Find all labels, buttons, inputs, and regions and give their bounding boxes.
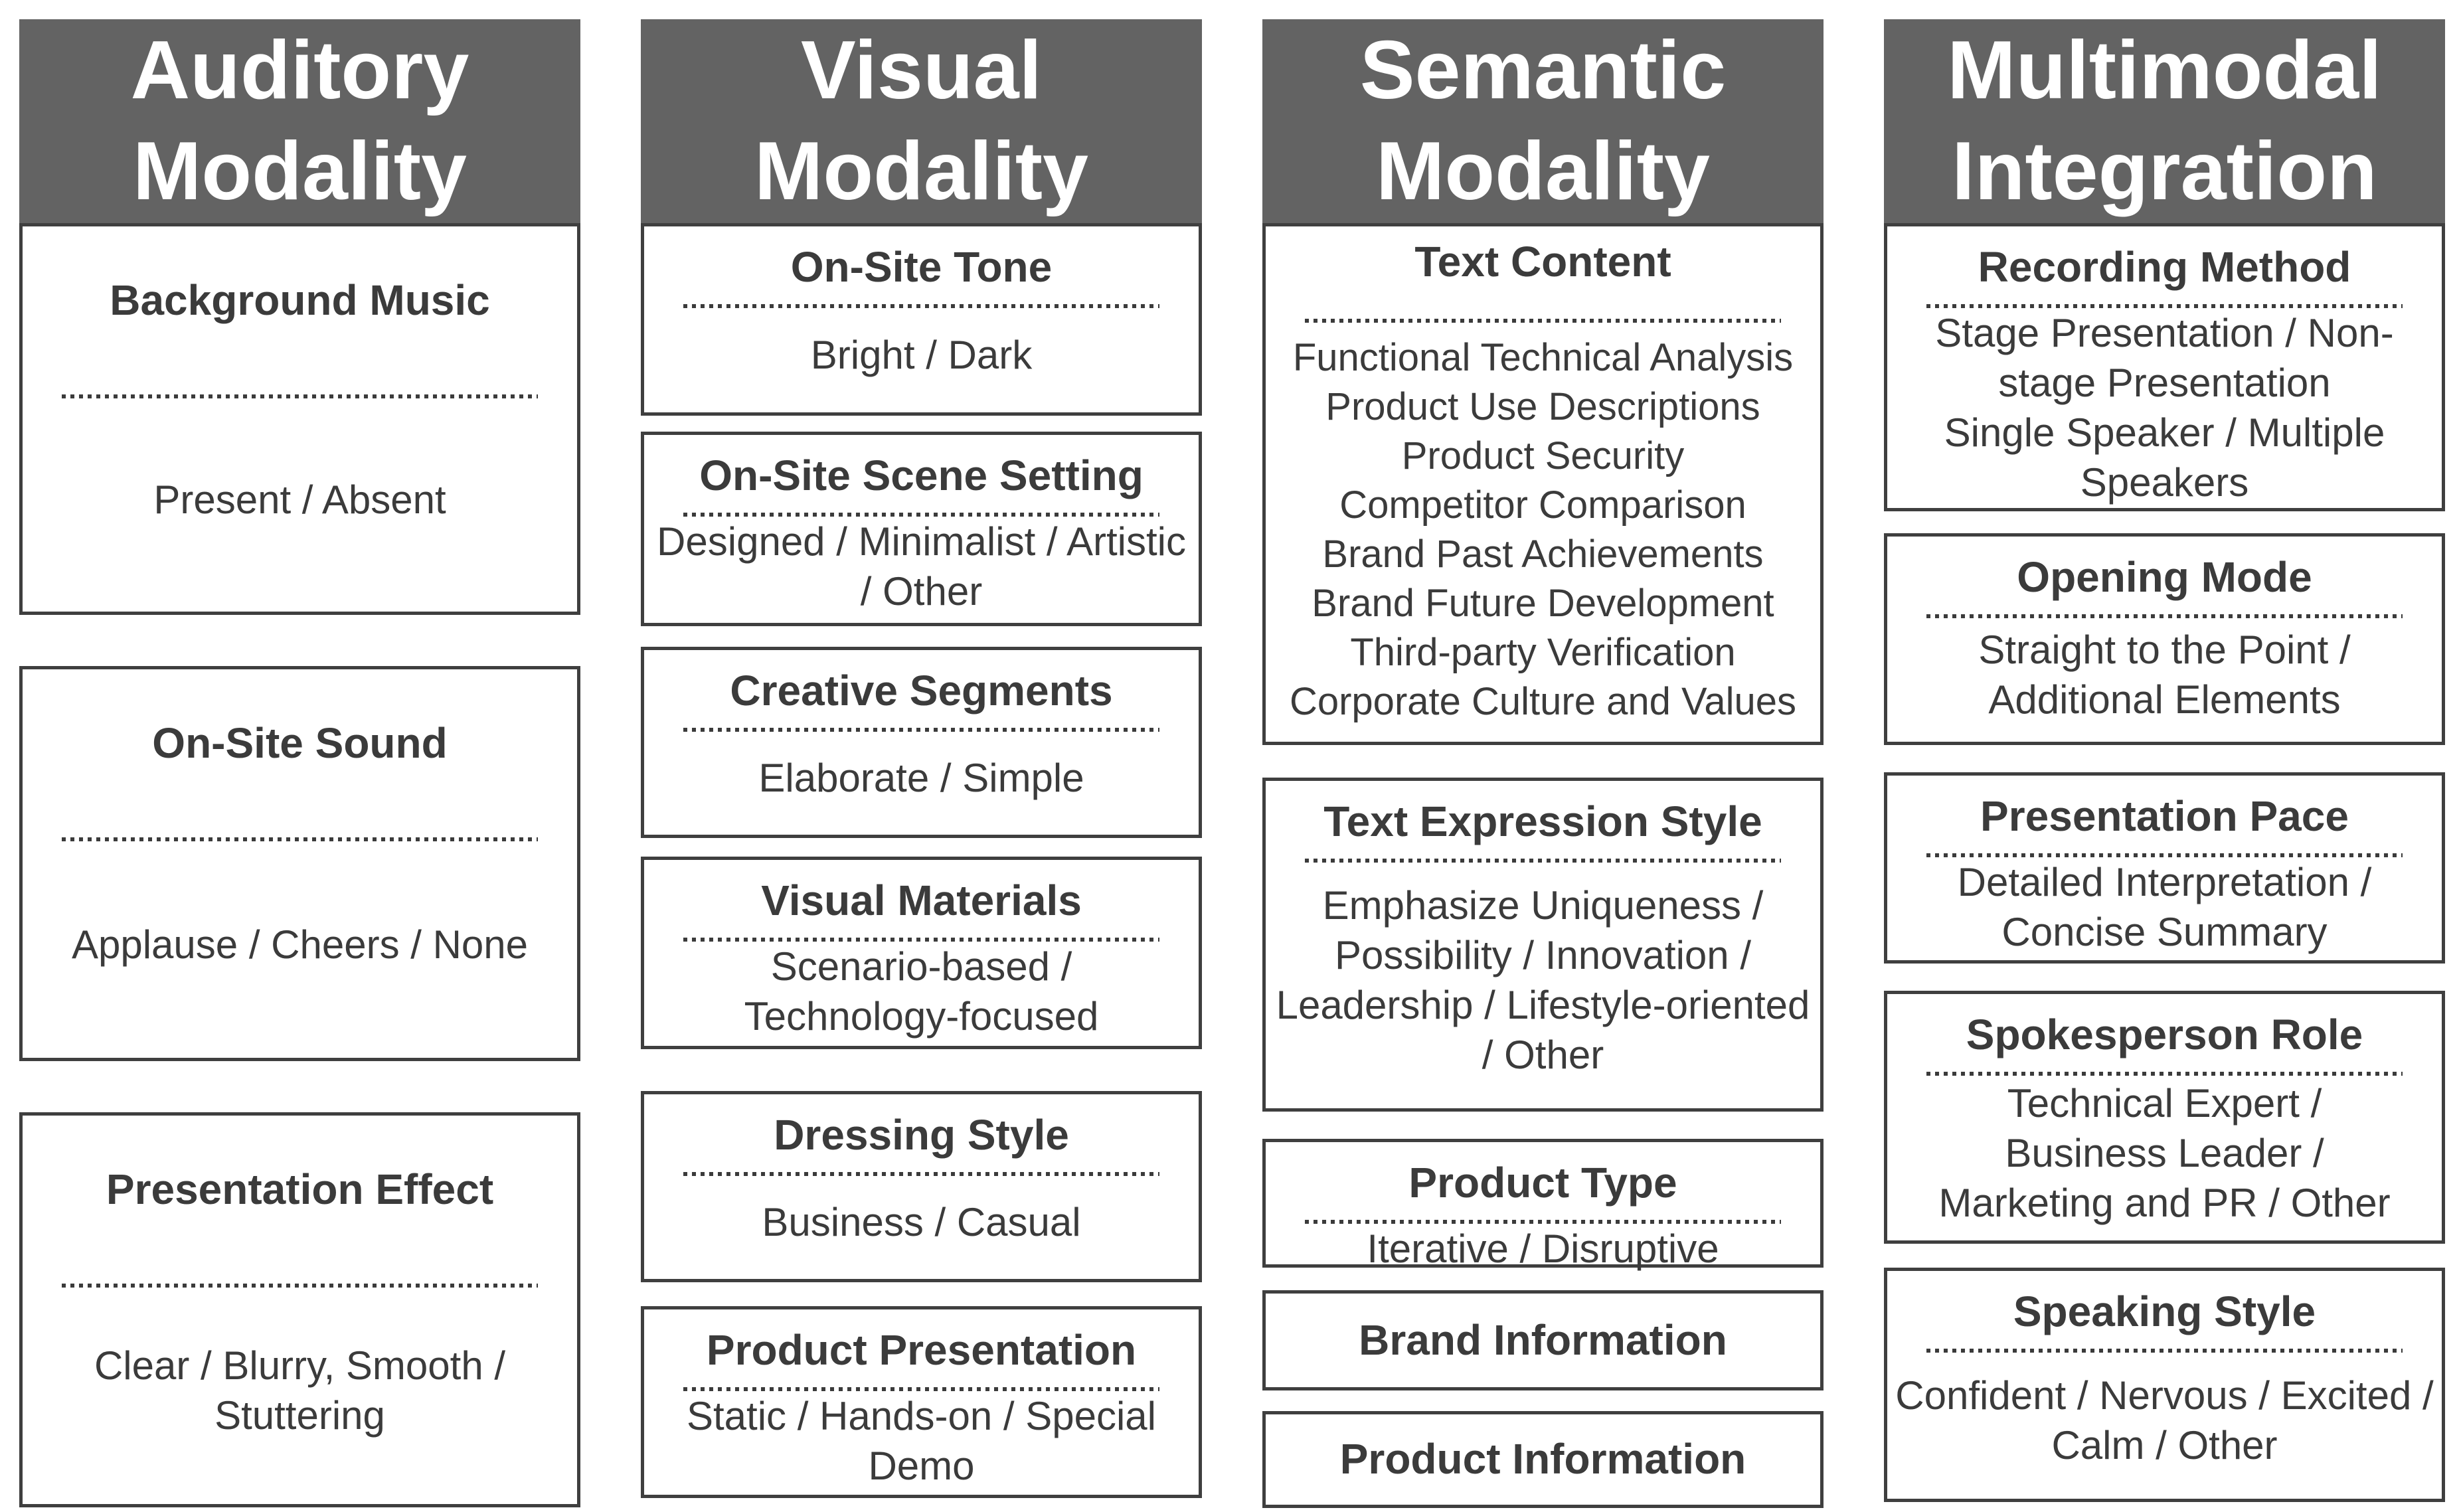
box-title: Product Presentation — [706, 1326, 1137, 1374]
box-spokesperson-role: Spokesperson Role Technical Expert / Bus… — [1884, 991, 2445, 1244]
box-value: Static / Hands-on / Special Demo — [686, 1394, 1157, 1489]
box-value: Business / Casual — [762, 1200, 1081, 1245]
box-value: Bright / Dark — [810, 333, 1033, 378]
dotted-separator — [61, 1284, 539, 1288]
box-value: Iterative / Disruptive — [1367, 1226, 1719, 1272]
dotted-separator — [1926, 614, 2403, 619]
box-on-site-tone: On-Site Tone Bright / Dark — [641, 223, 1202, 416]
box-title: Creative Segments — [730, 667, 1113, 714]
box-title: Visual Materials — [761, 877, 1082, 924]
column-multimodal-integration: Multimodal Integration Recording Method … — [1884, 19, 2445, 1502]
dotted-separator — [683, 728, 1160, 732]
box-recording-method: Recording Method Stage Presentation / No… — [1884, 223, 2445, 511]
box-value: Clear / Blurry, Smooth / Stuttering — [94, 1343, 506, 1438]
dotted-separator — [683, 304, 1160, 309]
box-presentation-pace: Presentation Pace Detailed Interpretatio… — [1884, 772, 2445, 964]
box-title: Brand Information — [1359, 1315, 1727, 1364]
box-opening-mode: Opening Mode Straight to the Point / Add… — [1884, 533, 2445, 745]
column-semantic-modality: Semantic Modality Text Content Functiona… — [1262, 19, 1824, 1508]
dotted-separator — [1304, 319, 1782, 323]
dotted-separator — [683, 938, 1160, 942]
box-value: Detailed Interpretation / Concise Summar… — [1957, 860, 2372, 955]
box-value: Functional Technical Analysis Product Us… — [1289, 335, 1797, 723]
box-visual-materials: Visual Materials Scenario-based / Techno… — [641, 857, 1202, 1049]
dotted-separator — [1926, 1349, 2403, 1353]
box-title: Text Expression Style — [1323, 798, 1762, 845]
dotted-separator — [61, 837, 539, 842]
box-value: Designed / Minimalist / Artistic / Other — [657, 519, 1186, 614]
dotted-separator — [1926, 1072, 2403, 1076]
box-value: Confident / Nervous / Excited / Calm / O… — [1895, 1373, 2434, 1468]
dotted-separator — [683, 1387, 1160, 1392]
column-header-multimodal-integration: Multimodal Integration — [1884, 19, 2445, 223]
box-creative-segments: Creative Segments Elaborate / Simple — [641, 647, 1202, 838]
box-brand-information: Brand Information — [1262, 1290, 1824, 1390]
box-product-presentation: Product Presentation Static / Hands-on /… — [641, 1306, 1202, 1498]
box-value: Scenario-based / Technology-focused — [744, 944, 1099, 1039]
dotted-separator — [1926, 304, 2403, 309]
box-value: Elaborate / Simple — [758, 756, 1084, 801]
box-title: Spokesperson Role — [1966, 1011, 2363, 1058]
box-title: Opening Mode — [2017, 553, 2312, 601]
box-value: Stage Presentation / Non-stage Presentat… — [1935, 311, 2394, 505]
box-title: Recording Method — [1978, 243, 2351, 291]
box-title: Background Music — [110, 276, 490, 324]
box-speaking-style: Speaking Style Confident / Nervous / Exc… — [1884, 1268, 2445, 1502]
box-on-site-sound: On-Site Sound Applause / Cheers / None — [19, 666, 580, 1061]
box-title: Dressing Style — [774, 1111, 1069, 1159]
box-title: Product Type — [1408, 1159, 1677, 1207]
column-visual-modality: Visual Modality On-Site Tone Bright / Da… — [641, 19, 1202, 1498]
dotted-separator — [1304, 1220, 1782, 1224]
column-header-semantic-modality: Semantic Modality — [1262, 19, 1824, 223]
box-value: Straight to the Point / Additional Eleme… — [1978, 628, 2351, 722]
box-title: Presentation Pace — [1980, 792, 2349, 840]
box-title: On-Site Sound — [152, 719, 448, 767]
box-title: Presentation Effect — [106, 1165, 494, 1213]
dotted-separator — [683, 513, 1160, 517]
dotted-separator — [61, 394, 539, 399]
box-value: Applause / Cheers / None — [71, 922, 529, 967]
box-title: Speaking Style — [2013, 1288, 2316, 1335]
box-title: On-Site Scene Setting — [699, 452, 1144, 499]
box-title: On-Site Tone — [790, 243, 1053, 291]
box-value: Present / Absent — [153, 477, 446, 523]
box-dressing-style: Dressing Style Business / Casual — [641, 1091, 1202, 1282]
dotted-separator — [1304, 859, 1782, 863]
box-text-content: Text Content Functional Technical Analys… — [1262, 223, 1824, 745]
box-value: Technical Expert / Business Leader / Mar… — [1938, 1080, 2391, 1225]
box-text-expression-style: Text Expression Style Emphasize Uniquene… — [1262, 778, 1824, 1112]
box-title: Text Content — [1414, 238, 1671, 286]
column-header-visual-modality: Visual Modality — [641, 19, 1202, 223]
box-product-type: Product Type Iterative / Disruptive — [1262, 1139, 1824, 1271]
box-presentation-effect: Presentation Effect Clear / Blurry, Smoo… — [19, 1112, 580, 1507]
dotted-separator — [683, 1172, 1160, 1177]
box-value: Emphasize Uniqueness / Possibility / Inn… — [1276, 883, 1810, 1078]
dotted-separator — [1926, 853, 2403, 858]
column-auditory-modality: Auditory Modality Background Music Prese… — [19, 19, 580, 1507]
box-title: Product Information — [1339, 1435, 1746, 1483]
box-on-site-scene-setting: On-Site Scene Setting Designed / Minimal… — [641, 432, 1202, 626]
box-product-information: Product Information — [1262, 1411, 1824, 1508]
column-header-auditory-modality: Auditory Modality — [19, 19, 580, 223]
box-background-music: Background Music Present / Absent — [19, 223, 580, 615]
